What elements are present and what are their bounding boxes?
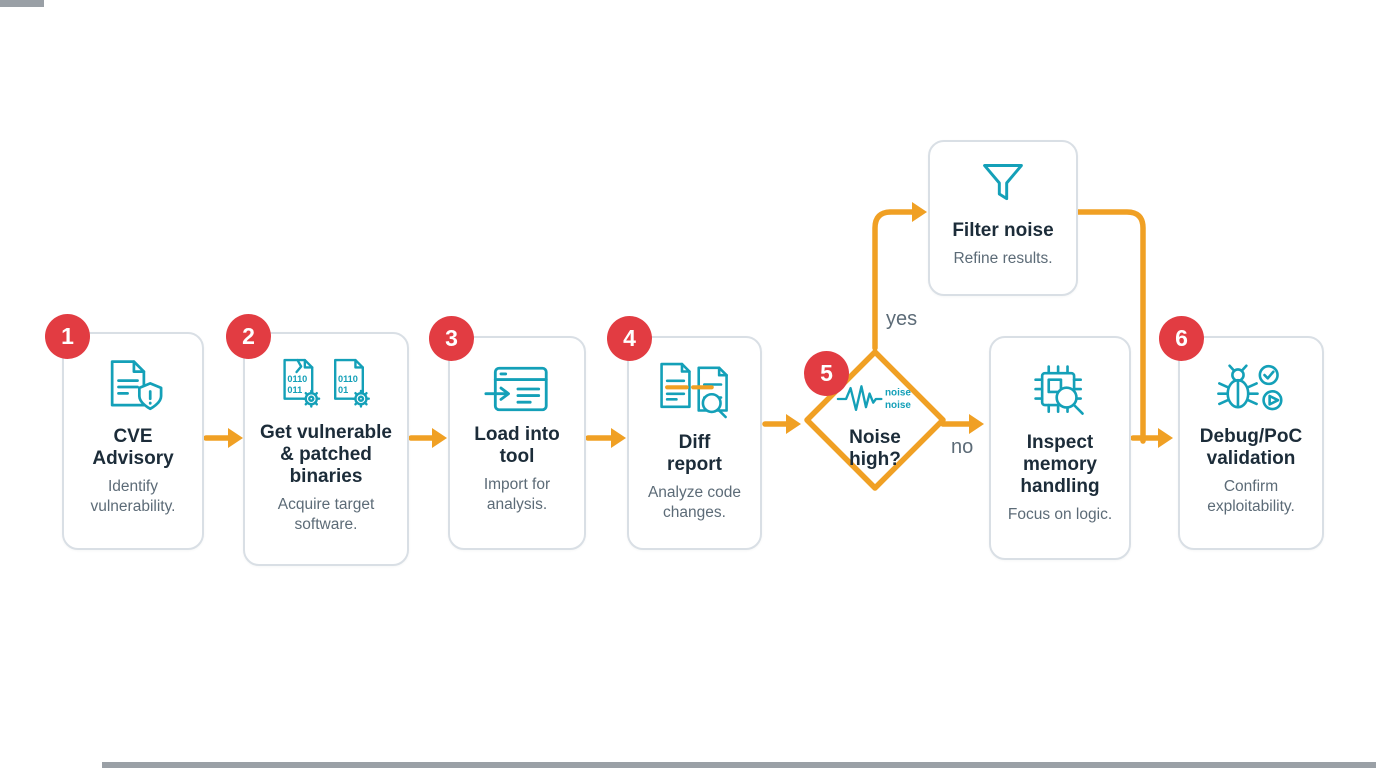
branch-subtitle: Refine results. [953, 250, 1053, 268]
step-card-diff-report: Diff report Analyze code changes. [627, 336, 762, 550]
branch-title: Inspect memory handling [1020, 432, 1100, 498]
svg-text:01: 01 [338, 385, 348, 395]
step-title: Get vulnerable & patched binaries [260, 422, 392, 488]
step-title: CVE Advisory [92, 426, 174, 470]
svg-text:noise: noise [885, 400, 911, 411]
branch-card-filter-noise: Filter noise Refine results. [928, 140, 1078, 296]
branch-subtitle: Focus on logic. [1007, 506, 1113, 524]
decision-noise-high: noise noise Noise high? 5 [801, 346, 949, 494]
scan-artifact-bottom [102, 762, 1376, 768]
chip-magnifier-icon [1029, 360, 1091, 422]
decision-label: Noise high? [849, 426, 901, 470]
no-branch-label: no [951, 436, 974, 458]
arrow-decision-yes [872, 209, 915, 351]
svg-text:011: 011 [287, 385, 302, 395]
svg-text:0110: 0110 [338, 374, 358, 384]
arrowhead [611, 428, 626, 448]
step-card-load-into-tool: Load into tool Import for analysis. [448, 336, 586, 550]
step-card-cve-advisory: CVE Advisory Identify vulnerability. [62, 332, 204, 550]
funnel-icon [979, 160, 1027, 206]
step-number-badge: 3 [429, 316, 474, 361]
binary-files-gear-icon: 0110 011 0110 01 [280, 356, 372, 412]
step-subtitle: Import for analysis. [483, 476, 551, 513]
diff-documents-magnifier-icon [656, 360, 734, 422]
arrowhead [969, 414, 984, 434]
scan-artifact-top [0, 0, 44, 7]
step-subtitle: Identify vulnerability. [90, 478, 176, 515]
step-title: Load into tool [474, 424, 560, 468]
arrowhead [786, 414, 801, 434]
branch-card-inspect-memory: Inspect memory handling Focus on logic. [989, 336, 1131, 560]
step-card-get-binaries: 0110 011 0110 01 Get vulnerable & patche… [243, 332, 409, 566]
step-subtitle: Acquire target software. [277, 496, 375, 533]
step-number-badge: 6 [1159, 316, 1204, 361]
branch-title: Filter noise [952, 220, 1054, 241]
arrow-filter-merge [1075, 209, 1146, 444]
arrowhead [912, 202, 927, 222]
document-shield-alert-icon [101, 358, 165, 416]
step-subtitle: Analyze code changes. [647, 484, 742, 521]
arrowhead [1158, 428, 1173, 448]
noise-waveform-icon: noise noise [835, 380, 915, 423]
arrowhead [432, 428, 447, 448]
step-number-badge: 5 [804, 351, 849, 396]
arrowhead [228, 428, 243, 448]
step-number-badge: 1 [45, 314, 90, 359]
svg-text:noise: noise [885, 387, 911, 398]
step-card-debug-poc: Debug/PoC validation Confirm exploitabil… [1178, 336, 1324, 550]
step-number-badge: 4 [607, 316, 652, 361]
svg-text:0110: 0110 [287, 374, 307, 384]
step-subtitle: Confirm exploitability. [1207, 478, 1295, 515]
step-title: Diff report [667, 432, 722, 476]
import-window-icon [484, 364, 550, 414]
yes-branch-label: yes [886, 308, 918, 330]
bug-validation-icon [1215, 362, 1287, 416]
step-title: Debug/PoC validation [1199, 426, 1303, 470]
step-number-badge: 2 [226, 314, 271, 359]
